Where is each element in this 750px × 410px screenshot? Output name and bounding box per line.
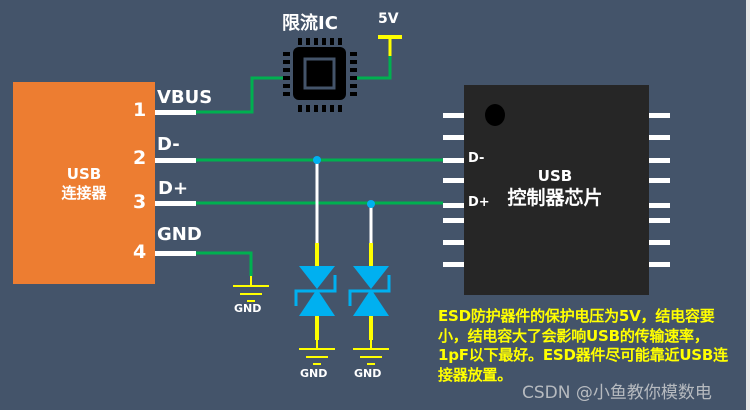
pin-4-number: 4	[133, 241, 147, 263]
chip-pin	[649, 135, 670, 140]
ic-pin	[314, 105, 318, 112]
chip-pin	[649, 218, 670, 223]
connector-label-line2: 连接器	[61, 184, 107, 202]
chip-pin	[443, 158, 464, 163]
ic-pin	[306, 105, 310, 112]
ic-pin	[322, 105, 326, 112]
ground-symbol-1	[233, 276, 269, 302]
ic-pin	[298, 105, 302, 112]
junction-dot-dplus	[367, 200, 375, 208]
chip-pin	[649, 203, 670, 208]
chip-pin	[443, 135, 464, 140]
current-limit-ic-label: 限流IC	[282, 13, 338, 34]
supply-5v-label: 5V	[378, 11, 399, 27]
ic-pin	[283, 92, 290, 96]
ic-pin	[322, 38, 326, 45]
chip-pin	[443, 218, 464, 223]
pin1-marker	[485, 104, 505, 126]
pin-3-name: D+	[158, 178, 189, 199]
ic-pin	[283, 84, 290, 88]
pin-3-number: 3	[133, 191, 147, 213]
pin-2-number: 2	[133, 147, 147, 169]
esd-note: ESD防护器件的保护电压为5V，结电容要小，结电容大了会影响USB的传输速率，1…	[438, 307, 728, 384]
supply-wire	[357, 56, 392, 80]
chip-pin	[443, 240, 464, 245]
ic-pin	[350, 76, 357, 80]
ic-pin	[314, 38, 318, 45]
ic-pin	[298, 38, 302, 45]
ic-pin	[350, 52, 357, 56]
pin-2-stub	[155, 158, 196, 163]
watermark: CSDN @小鱼教你模数电	[522, 383, 712, 403]
ic-pin	[350, 68, 357, 72]
usb-connector-body	[13, 82, 155, 284]
chip-pin	[649, 262, 670, 267]
ic-pin	[330, 38, 334, 45]
controller-label-line1: USB	[537, 167, 573, 185]
controller-label-line2: 控制器芯片	[507, 187, 603, 209]
ic-pin	[350, 60, 357, 64]
pin-1-name: VBUS	[157, 87, 213, 108]
controller-pin-dplus-label: D+	[468, 195, 490, 210]
gnd-wire	[196, 251, 253, 276]
connector-label: USB 连接器	[13, 165, 155, 203]
ic-pin	[350, 84, 357, 88]
window-edge	[746, 0, 750, 410]
connector-label-line1: USB	[66, 165, 102, 183]
chip-pin	[443, 262, 464, 267]
chip-pin	[443, 203, 464, 208]
ground-label-1: GND	[234, 302, 262, 315]
ground-label-2: GND	[300, 367, 328, 380]
ground-label-3: GND	[354, 367, 382, 380]
ic-pin	[283, 60, 290, 64]
controller-pin-dminus-label: D-	[468, 151, 485, 166]
ic-pin	[338, 38, 342, 45]
chip-pin	[443, 113, 464, 118]
chip-pin	[649, 240, 670, 245]
tvs-diode-dplus	[348, 203, 391, 365]
pin-4-stub	[155, 251, 196, 256]
pin-3-stub	[155, 201, 196, 206]
junction-dot-dminus	[313, 156, 321, 164]
vbus-wire	[196, 76, 283, 114]
pin-1-number: 1	[133, 99, 147, 121]
ic-pin	[338, 105, 342, 112]
chip-pin	[649, 113, 670, 118]
ic-pin	[306, 38, 310, 45]
chip-pin	[649, 178, 670, 183]
ic-pin	[350, 92, 357, 96]
chip-pin	[443, 178, 464, 183]
pin-1-stub	[155, 110, 196, 115]
tvs-diode-dminus	[294, 160, 337, 365]
ic-pin	[283, 76, 290, 80]
pin-2-name: D-	[157, 134, 180, 155]
ic-pin	[283, 52, 290, 56]
ic-pin	[330, 105, 334, 112]
ic-pin	[283, 68, 290, 72]
controller-label: USB 控制器芯片	[500, 166, 610, 210]
pin-4-name: GND	[157, 224, 202, 245]
chip-pin	[649, 158, 670, 163]
current-limit-ic	[283, 38, 357, 112]
